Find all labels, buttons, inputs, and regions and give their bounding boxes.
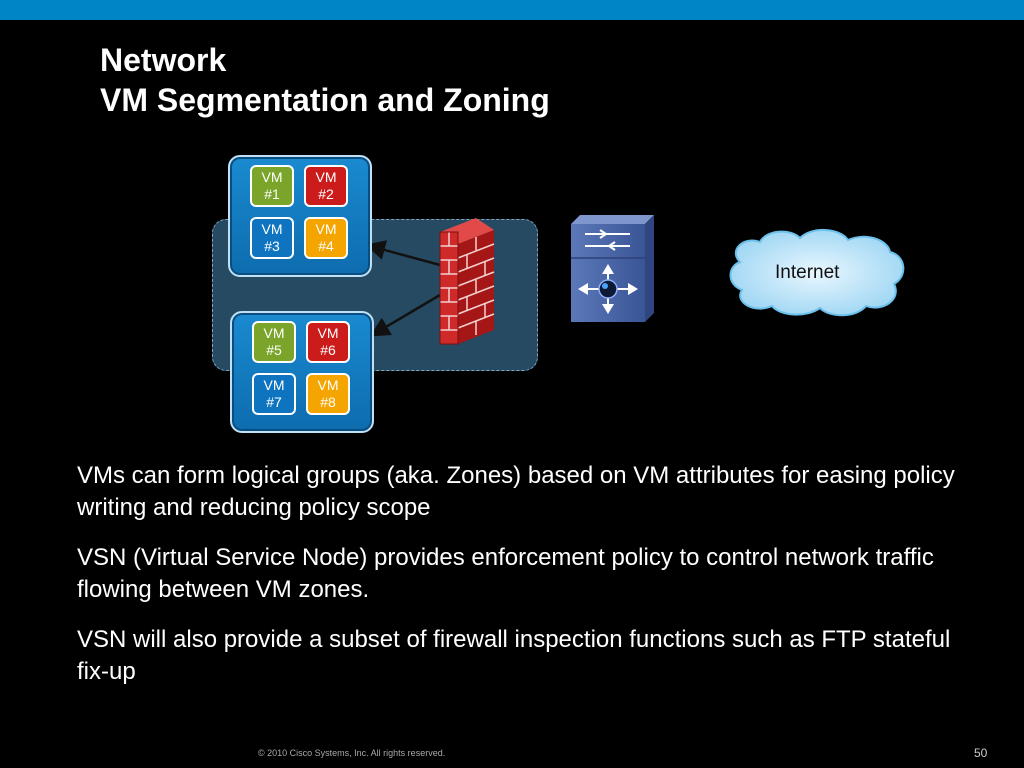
vm-7-tile: VM #7 (252, 373, 296, 415)
bullet-item: VSN (Virtual Service Node) provides enfo… (77, 544, 934, 603)
vm-label-line1: VM (263, 325, 285, 341)
vm-6-tile: VM #6 (306, 321, 350, 363)
vm-label-line1: VM (261, 169, 283, 185)
vm-host-2: VM #5 VM #6 VM #7 VM #8 (230, 311, 374, 433)
internet-cloud-icon (729, 229, 905, 317)
vm-label-line2: #5 (266, 342, 282, 358)
switch-icon (571, 215, 654, 322)
title-line-1: Network (100, 42, 227, 78)
vm-label-line1: VM (261, 221, 283, 237)
vm-label-line2: #1 (264, 186, 280, 202)
vm-label-line1: VM (263, 377, 285, 393)
vm-4-tile: VM #4 (304, 217, 348, 259)
vm-3-tile: VM #3 (250, 217, 294, 259)
vm-label-line1: VM (317, 325, 339, 341)
copyright-footer: © 2010 Cisco Systems, Inc. All rights re… (258, 748, 446, 758)
vm-label-line1: VM (317, 377, 339, 393)
slide-title: Network VM Segmentation and Zoning (100, 40, 550, 120)
vm-label-line2: #6 (320, 342, 336, 358)
vm-host-1: VM #1 VM #2 VM #3 VM #4 (228, 155, 372, 277)
internet-label: Internet (775, 262, 840, 283)
vm-label-line1: VM (315, 221, 337, 237)
vm-label-line2: #2 (318, 186, 334, 202)
firewall-icon (439, 218, 495, 345)
bullet-item: VMs can form logical groups (aka. Zones)… (77, 462, 955, 521)
bullet-item: VSN will also provide a subset of firewa… (77, 626, 951, 685)
vm-2-tile: VM #2 (304, 165, 348, 207)
vm-label-line2: #4 (318, 238, 334, 254)
bullet-list: VMs can form logical groups (aka. Zones)… (77, 460, 977, 706)
vm-8-tile: VM #8 (306, 373, 350, 415)
vm-label-line2: #7 (266, 394, 282, 410)
vm-label-line2: #3 (264, 238, 280, 254)
top-accent-bar (0, 0, 1024, 20)
arrow-to-host-2 (369, 293, 441, 337)
vm-5-tile: VM #5 (252, 321, 296, 363)
vm-label-line2: #8 (320, 394, 336, 410)
vm-label-line1: VM (315, 169, 337, 185)
arrow-to-host-1 (365, 240, 441, 267)
page-number: 50 (974, 746, 988, 760)
vm-1-tile: VM #1 (250, 165, 294, 207)
title-line-2: VM Segmentation and Zoning (100, 82, 550, 118)
